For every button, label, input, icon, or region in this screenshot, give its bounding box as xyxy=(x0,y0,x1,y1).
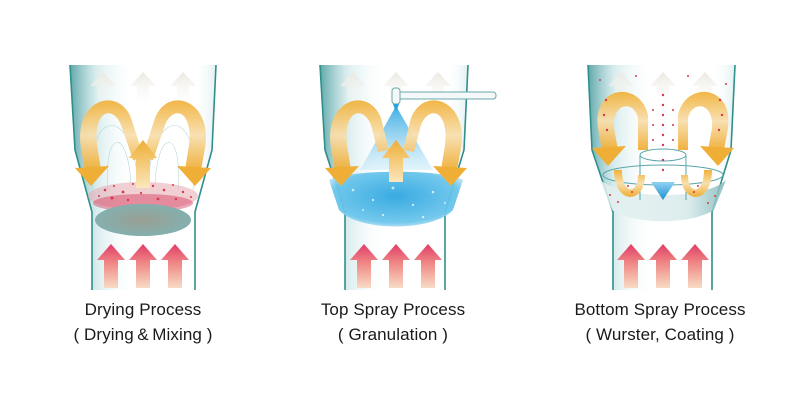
panel-subtitle: ( Wurster, Coating ) xyxy=(585,325,735,344)
bottom-spray-process-panel: Bottom Spray Process ( Wurster, Coating … xyxy=(530,0,790,406)
granule-bed xyxy=(329,171,463,227)
top-spray-vessel-illustration xyxy=(319,64,497,290)
panel-subtitle: ( Granulation ) xyxy=(337,325,449,344)
drying-vessel-illustration xyxy=(69,64,217,290)
circulation-arrows xyxy=(75,100,211,188)
vessel-body xyxy=(587,64,736,290)
air-inlet-arrows xyxy=(97,244,189,288)
panel-title: Bottom Spray Process xyxy=(574,300,746,319)
bottom-spray-vessel-illustration xyxy=(587,64,736,290)
air-inlet-arrows xyxy=(350,244,442,288)
top-spray-process-panel: Top Spray Process ( Granulation ) xyxy=(263,0,523,406)
air-inlet-arrows xyxy=(617,244,709,288)
bottom-spray-nozzle xyxy=(651,182,675,200)
spray-cone xyxy=(360,106,433,170)
panel-title: Drying Process xyxy=(84,300,202,319)
panel-title: Top Spray Process xyxy=(320,300,466,319)
exhaust-arrows xyxy=(608,72,718,110)
distributor-plate xyxy=(600,180,726,222)
particle-dots xyxy=(599,75,727,204)
spray-nozzle xyxy=(391,87,497,110)
center-up-arrow xyxy=(129,140,157,188)
center-up-arrow xyxy=(382,140,410,182)
powder-bed xyxy=(95,204,191,236)
drying-process-panel: Drying Process ( Drying & Mixing ) xyxy=(13,0,273,406)
exhaust-arrows xyxy=(90,72,196,110)
circulation-arrows xyxy=(592,91,734,197)
circulation-arrows xyxy=(325,100,467,186)
panel-subtitle: ( Drying & Mixing ) xyxy=(73,325,213,344)
